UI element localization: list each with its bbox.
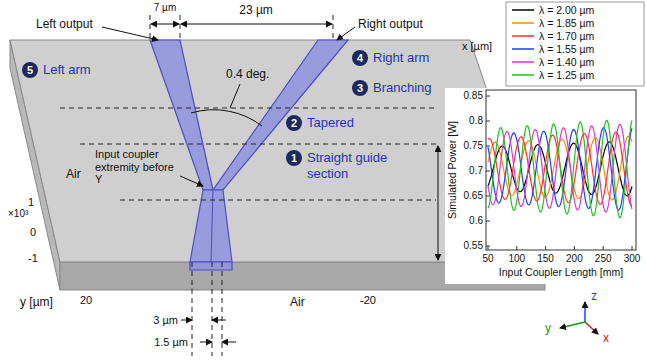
axis-tick: 300 xyxy=(624,253,641,265)
callout: 5 Left arm xyxy=(22,62,91,78)
chart-panel xyxy=(445,88,646,284)
legend-line xyxy=(512,9,534,11)
legend-text: λ = 1.40 µm xyxy=(539,56,594,68)
callout-number: 4 xyxy=(352,50,368,66)
axis-tick: 0.7 xyxy=(469,165,483,177)
axis-tick: 150 xyxy=(537,253,554,265)
axis-tick: -1 xyxy=(28,252,38,265)
section-name: Tapered xyxy=(307,115,354,131)
angle-arc xyxy=(191,110,262,126)
legend-line xyxy=(512,35,534,37)
section-name: Left arm xyxy=(43,62,91,78)
axis-tick: 0.85 xyxy=(464,90,483,102)
port-label: Left output xyxy=(36,18,93,32)
section-name: Right arm xyxy=(373,50,429,66)
callout-number: 5 xyxy=(22,62,38,78)
port-label: Right output xyxy=(358,18,423,32)
callout: 2 Tapered xyxy=(286,115,354,131)
region-label: Air xyxy=(66,168,81,182)
legend-text: λ = 1.25 µm xyxy=(539,69,594,81)
section-name: Branching xyxy=(373,80,432,96)
legend-line xyxy=(512,22,534,24)
callout: 1 Straight guide section xyxy=(286,150,389,181)
dimension: 7 µm xyxy=(154,2,176,14)
callout: 3 Branching xyxy=(352,80,432,96)
angle-label: 0.4 deg. xyxy=(226,68,269,82)
tick-mark xyxy=(486,96,632,250)
axis-tick: 200 xyxy=(566,253,583,265)
legend-line xyxy=(512,61,534,63)
axis-label: y [µm] xyxy=(20,296,53,310)
axis-tick: 50 xyxy=(482,253,493,265)
dimension: 3 µm xyxy=(153,314,178,327)
legend-line xyxy=(512,74,534,76)
power-curves xyxy=(488,120,632,217)
legend-box xyxy=(506,2,644,86)
callout-number: 2 xyxy=(286,115,302,131)
legend-samples xyxy=(512,10,534,75)
axis-tick: 0.8 xyxy=(469,115,483,127)
plot-frame xyxy=(486,90,636,250)
axis-name: x xyxy=(603,332,609,346)
region-label: Air xyxy=(290,296,305,310)
legend-text: λ = 1.70 µm xyxy=(539,30,594,42)
callout-number: 1 xyxy=(286,150,302,166)
axis-name: z xyxy=(591,290,597,304)
legend-text: λ = 1.55 µm xyxy=(539,43,594,55)
axis-tick: 0.55 xyxy=(464,240,483,252)
legend-text: λ = 2.00 µm xyxy=(539,4,594,16)
power-curve xyxy=(488,120,632,217)
axis-triad xyxy=(560,302,598,334)
dimension: 1.5 µm xyxy=(154,336,188,349)
axis-name: y xyxy=(545,322,551,336)
axis-tick: 0.65 xyxy=(464,190,483,202)
axis-title: Simulated Power [W] xyxy=(446,121,458,219)
axis-tick: -20 xyxy=(360,294,376,307)
section-line xyxy=(60,15,436,356)
leader-line xyxy=(230,84,240,108)
axis-tick: 0.6 xyxy=(469,215,483,227)
axis-label: x [µm] xyxy=(462,40,492,53)
axis-tick: 250 xyxy=(595,253,612,265)
axis-title: Input Coupler Length [mm] xyxy=(499,266,623,278)
bracket xyxy=(438,146,439,260)
axis-tick: 1 xyxy=(28,196,34,209)
axis-tick: 0.75 xyxy=(464,140,483,152)
axis-tick: 0 xyxy=(30,226,36,239)
dimension: 23 µm xyxy=(239,4,273,18)
dimension-arrow xyxy=(102,24,355,342)
callout-number: 3 xyxy=(352,80,368,96)
legend-text: λ = 1.85 µm xyxy=(539,17,594,29)
legend-line xyxy=(512,48,534,50)
axis-tick: 100 xyxy=(508,253,525,265)
note: Input coupler extremity before Y xyxy=(95,148,181,186)
axis-multiplier: ×10³ xyxy=(8,208,28,220)
callout: 4 Right arm xyxy=(352,50,429,66)
section-name: Straight guide section xyxy=(307,150,389,181)
axis-tick: 20 xyxy=(80,294,92,307)
